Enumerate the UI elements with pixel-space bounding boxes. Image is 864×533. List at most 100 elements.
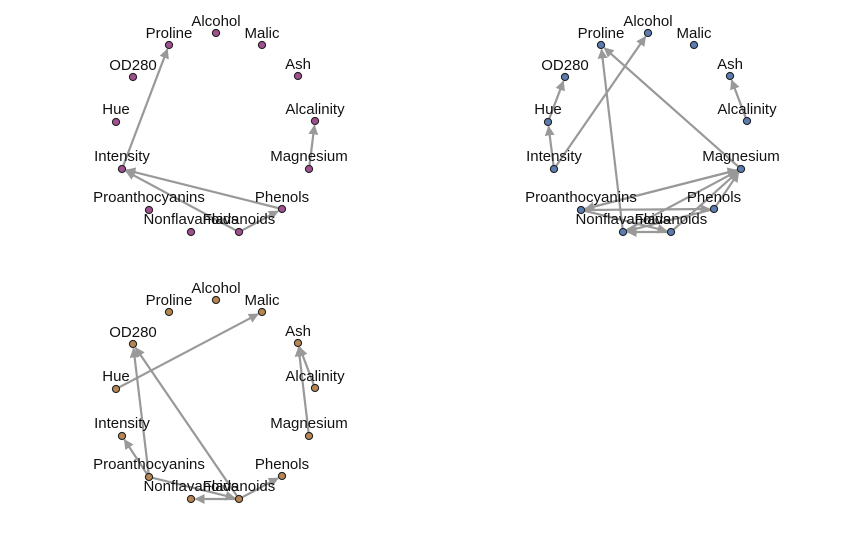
node-hue bbox=[111, 384, 121, 394]
edge-nonflavanoids-to-magnesium bbox=[625, 170, 738, 232]
node-label-proanthocyanins: Proanthocyanins bbox=[93, 456, 205, 473]
node-label-alcalinity: Alcalinity bbox=[717, 101, 777, 118]
node-proanthocyanins bbox=[144, 472, 154, 482]
node-od280 bbox=[560, 72, 570, 82]
node-label-alcohol: Alcohol bbox=[191, 13, 240, 30]
node-label-phenols: Phenols bbox=[255, 189, 309, 206]
edge-hue-to-malic bbox=[118, 313, 259, 389]
node-label-alcohol: Alcohol bbox=[623, 13, 672, 30]
node-label-ash: Ash bbox=[285, 56, 311, 73]
edge-phenols-to-intensity bbox=[125, 167, 279, 210]
node-label-od280: OD280 bbox=[109, 57, 157, 74]
edge-proanthocyanins-to-phenols bbox=[584, 204, 711, 215]
edge-hue-to-od280 bbox=[548, 80, 565, 120]
edge-intensity-to-hue bbox=[544, 125, 555, 166]
node-magnesium bbox=[304, 164, 314, 174]
node-label-proanthocyanins: Proanthocyanins bbox=[93, 189, 205, 206]
node-label-flavanoids: Flavanoids bbox=[203, 211, 276, 228]
node-label-malic: Malic bbox=[244, 25, 280, 42]
node-label-malic: Malic bbox=[244, 292, 280, 309]
node-intensity bbox=[117, 164, 127, 174]
edge-phenols-to-nonflavanoids bbox=[626, 208, 711, 234]
edge-proanthocyanins-to-flavanoids bbox=[152, 476, 236, 501]
node-intensity bbox=[549, 164, 559, 174]
edge-nonflavanoids-to-proline bbox=[597, 48, 624, 229]
node-phenols bbox=[277, 471, 287, 481]
edge-intensity-to-proline bbox=[122, 48, 169, 167]
node-magnesium bbox=[736, 164, 746, 174]
node-label-ash: Ash bbox=[285, 323, 311, 340]
node-proline bbox=[164, 40, 174, 50]
node-label-nonflavanoids: Nonflavanoids bbox=[143, 211, 238, 228]
node-phenols bbox=[709, 204, 719, 214]
node-label-proanthocyanins: Proanthocyanins bbox=[525, 189, 637, 206]
node-magnesium bbox=[304, 431, 314, 441]
node-alcalinity bbox=[742, 116, 752, 126]
node-proanthocyanins bbox=[576, 205, 586, 215]
node-label-phenols: Phenols bbox=[255, 456, 309, 473]
node-label-od280: OD280 bbox=[541, 57, 589, 74]
node-label-intensity: Intensity bbox=[94, 148, 150, 165]
node-alcohol bbox=[211, 28, 221, 38]
node-label-od280: OD280 bbox=[109, 324, 157, 341]
node-hue bbox=[543, 117, 553, 127]
node-alcalinity bbox=[310, 116, 320, 126]
edge-flavanoids-to-magnesium bbox=[672, 171, 739, 231]
node-flavanoids bbox=[234, 494, 244, 504]
edge-flavanoids-to-phenols bbox=[241, 210, 279, 232]
node-ash bbox=[293, 71, 303, 81]
node-label-flavanoids: Flavanoids bbox=[635, 211, 708, 228]
node-label-hue: Hue bbox=[534, 101, 562, 118]
node-label-ash: Ash bbox=[717, 56, 743, 73]
edge-magnesium-to-proanthocyanins bbox=[584, 168, 738, 212]
panel-3-network: AlcoholMalicAshAlcalinityMagnesiumPhenol… bbox=[93, 280, 348, 504]
edge-phenols-to-magnesium bbox=[715, 171, 740, 207]
node-od280 bbox=[128, 72, 138, 82]
node-label-proline: Proline bbox=[146, 25, 193, 42]
node-proline bbox=[596, 40, 606, 50]
node-label-magnesium: Magnesium bbox=[270, 148, 348, 165]
edge-proanthocyanins-to-intensity bbox=[123, 439, 148, 475]
node-label-magnesium: Magnesium bbox=[270, 415, 348, 432]
node-proanthocyanins bbox=[144, 205, 154, 215]
node-alcalinity bbox=[310, 383, 320, 393]
edge-flavanoids-to-od280 bbox=[134, 346, 238, 497]
node-ash bbox=[725, 71, 735, 81]
node-label-nonflavanoids: Nonflavanoids bbox=[143, 478, 238, 495]
node-nonflavanoids bbox=[186, 494, 196, 504]
node-alcohol bbox=[211, 295, 221, 305]
edge-magnesium-to-alcalinity bbox=[308, 124, 319, 166]
node-flavanoids bbox=[666, 227, 676, 237]
edge-magnesium-to-ash bbox=[294, 346, 310, 433]
node-label-malic: Malic bbox=[676, 25, 712, 42]
node-label-hue: Hue bbox=[102, 101, 130, 118]
node-label-hue: Hue bbox=[102, 368, 130, 385]
node-label-flavanoids: Flavanoids bbox=[203, 478, 276, 495]
node-nonflavanoids bbox=[618, 227, 628, 237]
edge-proanthocyanins-to-flavanoids bbox=[584, 209, 668, 234]
node-label-phenols: Phenols bbox=[687, 189, 741, 206]
node-intensity bbox=[117, 431, 127, 441]
node-malic bbox=[689, 40, 699, 50]
node-label-alcalinity: Alcalinity bbox=[285, 101, 345, 118]
node-malic bbox=[257, 307, 267, 317]
node-label-intensity: Intensity bbox=[526, 148, 582, 165]
edge-alcalinity-to-ash bbox=[298, 346, 315, 386]
edge-magnesium-to-proline bbox=[603, 47, 740, 168]
node-od280 bbox=[128, 339, 138, 349]
panel-1-network: AlcoholMalicAshAlcalinityMagnesiumPhenol… bbox=[93, 13, 348, 237]
node-proline bbox=[164, 307, 174, 317]
panel-2-network: AlcoholMalicAshAlcalinityMagnesiumPhenol… bbox=[525, 13, 780, 237]
node-ash bbox=[293, 338, 303, 348]
edge-alcalinity-to-ash bbox=[730, 79, 747, 119]
node-alcohol bbox=[643, 28, 653, 38]
node-label-proline: Proline bbox=[146, 292, 193, 309]
node-phenols bbox=[277, 204, 287, 214]
node-malic bbox=[257, 40, 267, 50]
node-label-magnesium: Magnesium bbox=[702, 148, 780, 165]
node-flavanoids bbox=[234, 227, 244, 237]
node-nonflavanoids bbox=[186, 227, 196, 237]
edge-flavanoids-to-phenols bbox=[241, 477, 279, 499]
node-label-intensity: Intensity bbox=[94, 415, 150, 432]
